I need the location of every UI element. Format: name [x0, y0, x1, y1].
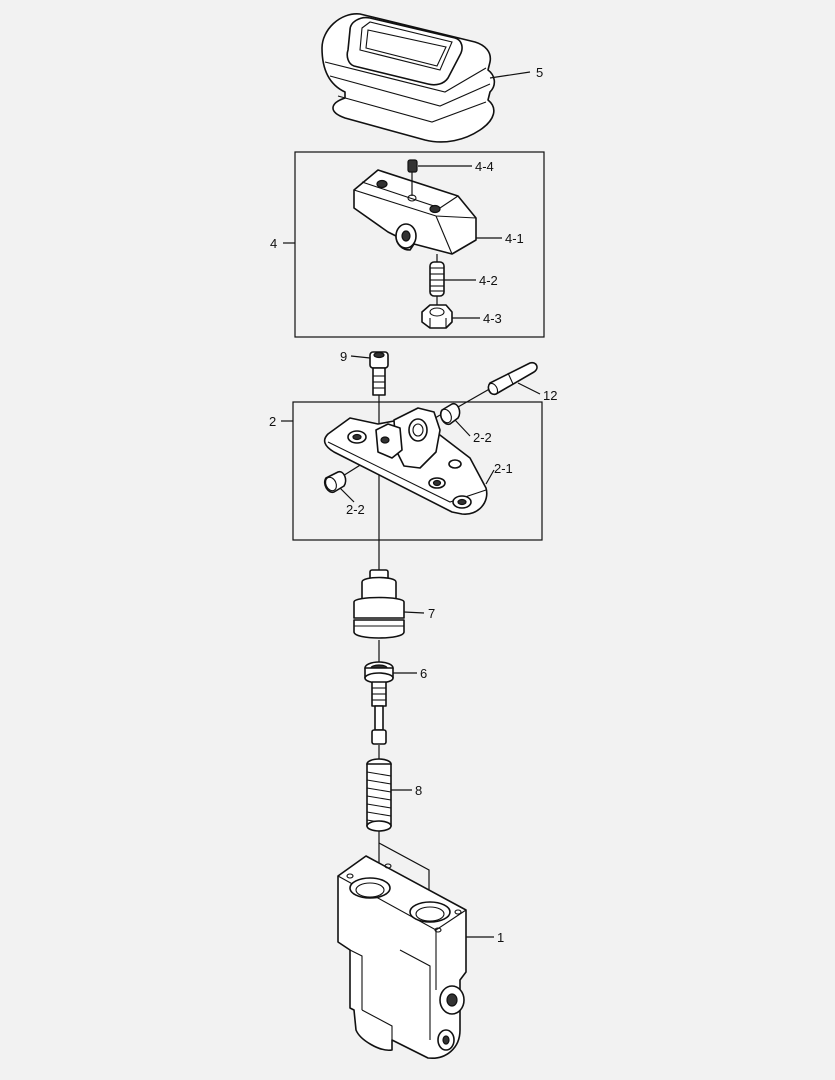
label-4-1: 4-1: [505, 231, 524, 246]
part-2-2-bushing-upper: [439, 402, 461, 426]
part-9-cap-screw: [369, 351, 389, 396]
part-6-spool: [364, 661, 394, 745]
part-4-2-stud: [429, 254, 445, 306]
label-4-4: 4-4: [475, 159, 494, 174]
part-2-1-bracket-base: [323, 407, 488, 515]
label-9: 9: [340, 349, 347, 364]
label-4: 4: [270, 236, 277, 251]
part-4-4-set-screw: [407, 159, 418, 196]
group-2-frame: [292, 401, 543, 541]
part-8-spring: [366, 758, 392, 832]
group-4-frame: [294, 151, 545, 338]
label-12: 12: [543, 388, 557, 403]
label-6: 6: [420, 666, 427, 681]
label-4-2: 4-2: [479, 273, 498, 288]
label-8: 8: [415, 783, 422, 798]
label-4-3: 4-3: [483, 311, 502, 326]
part-1-valve-body: [337, 855, 467, 1059]
label-7: 7: [428, 606, 435, 621]
part-5-boot: [321, 13, 496, 143]
label-1: 1: [497, 930, 504, 945]
callout-labels: 5 4-4 4 4-1 4-2 4-3 9 12 2 2-2 2-1 2-2 7…: [269, 65, 557, 945]
label-5: 5: [536, 65, 543, 80]
part-7-plug: [353, 569, 405, 639]
label-2-2-lower: 2-2: [346, 502, 365, 517]
part-4-1-lever-bracket: [353, 169, 477, 255]
part-4-3-nut: [421, 304, 453, 329]
leader-lines: [281, 71, 541, 938]
part-2-2-bushing-lower: [323, 470, 347, 494]
part-12-pin: [487, 361, 538, 396]
label-2-1: 2-1: [494, 461, 513, 476]
label-2: 2: [269, 414, 276, 429]
label-2-2-upper: 2-2: [473, 430, 492, 445]
